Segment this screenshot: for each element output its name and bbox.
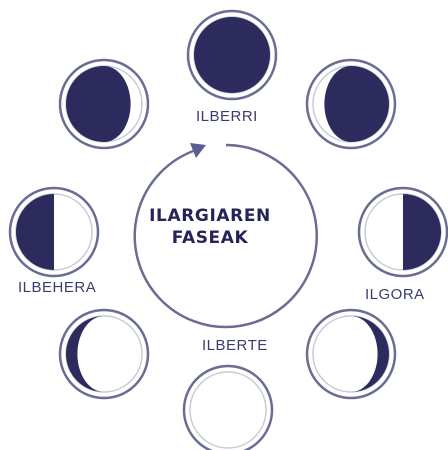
- moon-waning-crescent: [307, 60, 395, 148]
- moon-waning-gibbous: [307, 310, 395, 398]
- moon-waxing-crescent: [60, 60, 148, 148]
- label-new-moon: ILBERRI: [196, 108, 258, 125]
- label-full-moon: ILBERTE: [202, 337, 268, 354]
- moon-waxing-gibbous: [60, 310, 148, 398]
- moon-last-quarter: [359, 188, 447, 276]
- label-waning: ILBEHERA: [18, 279, 96, 296]
- moon-disk: [190, 372, 266, 448]
- moon-first-quarter: [10, 188, 98, 276]
- moon-new-moon: [188, 11, 276, 99]
- title-line-2: FASEAK: [140, 227, 280, 249]
- label-waxing: ILGORA: [365, 286, 425, 303]
- moon-dark-area: [194, 17, 270, 93]
- title-line-1: ILARGIAREN: [140, 205, 280, 227]
- moon-full-moon: [184, 366, 272, 450]
- diagram-title: ILARGIAREN FASEAK: [140, 205, 280, 249]
